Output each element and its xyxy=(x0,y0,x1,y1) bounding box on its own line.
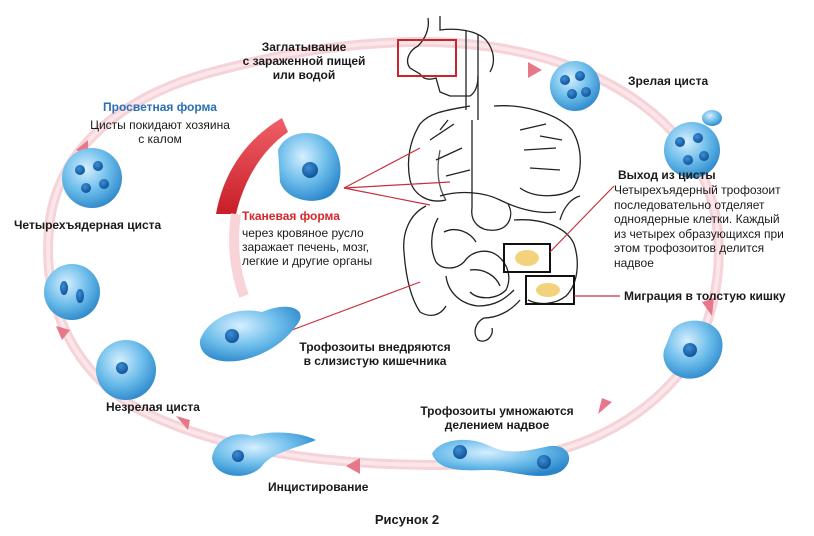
cyst-mature-top xyxy=(550,61,600,111)
trophozoites-multiply-label: Трофозоиты умножаются делением надвое xyxy=(420,404,574,432)
encysting-cell xyxy=(212,432,316,476)
organism-in-colon-icon xyxy=(536,283,560,297)
tissue-form-cell xyxy=(278,132,341,201)
arrowhead-icon xyxy=(56,326,70,340)
mature-cyst-label: Зрелая циста xyxy=(628,74,709,88)
cyst-excysting xyxy=(664,110,722,178)
trophozoite-right xyxy=(663,320,723,379)
tissue-form-band xyxy=(216,118,288,298)
excyst-title: Выход из цисты xyxy=(618,168,716,182)
four-nucleus-cyst-cell xyxy=(62,148,122,208)
colon-highlight-box xyxy=(525,275,575,305)
luminal-form-title: Просветная форма xyxy=(103,100,217,114)
encystation-label: Инцистирование xyxy=(268,480,369,494)
migration-label: Миграция в толстую кишку xyxy=(624,289,786,303)
mouth-highlight-box xyxy=(397,39,457,77)
arrowhead-icon xyxy=(702,298,714,316)
pointer-lines xyxy=(291,147,620,331)
trophozoite-invading xyxy=(199,306,301,362)
small-intestine-highlight-box xyxy=(503,243,551,273)
trophozoites-invade-label: Трофозоиты внедряются в слизистую кишечн… xyxy=(299,340,451,368)
arrowhead-icon xyxy=(176,416,190,430)
immature-cyst-label: Незрелая циста xyxy=(106,400,200,414)
arrowhead-icon xyxy=(598,398,612,414)
ingestion-label: Заглатывание с зараженной пищей или водо… xyxy=(242,40,366,82)
luminal-form-text: Цисты покидают хозяина с калом xyxy=(90,118,230,146)
arrowhead-icon xyxy=(346,458,360,474)
cyst-two-nuclei xyxy=(44,264,100,320)
four-nucleus-cyst-label: Четырехъядерная циста xyxy=(14,218,162,232)
tissue-form-text: через кровяное русло заражает печень, мо… xyxy=(242,226,373,268)
excyst-text: Четырехъядерный трофозоит последовательн… xyxy=(614,183,784,270)
organism-in-intestine-icon xyxy=(515,250,539,266)
arrowhead-icon xyxy=(528,62,542,78)
figure-caption: Рисунок 2 xyxy=(374,512,440,527)
trophozoite-dividing xyxy=(432,439,570,476)
tissue-form-title: Тканевая форма xyxy=(242,209,340,223)
immature-cyst xyxy=(96,340,156,400)
